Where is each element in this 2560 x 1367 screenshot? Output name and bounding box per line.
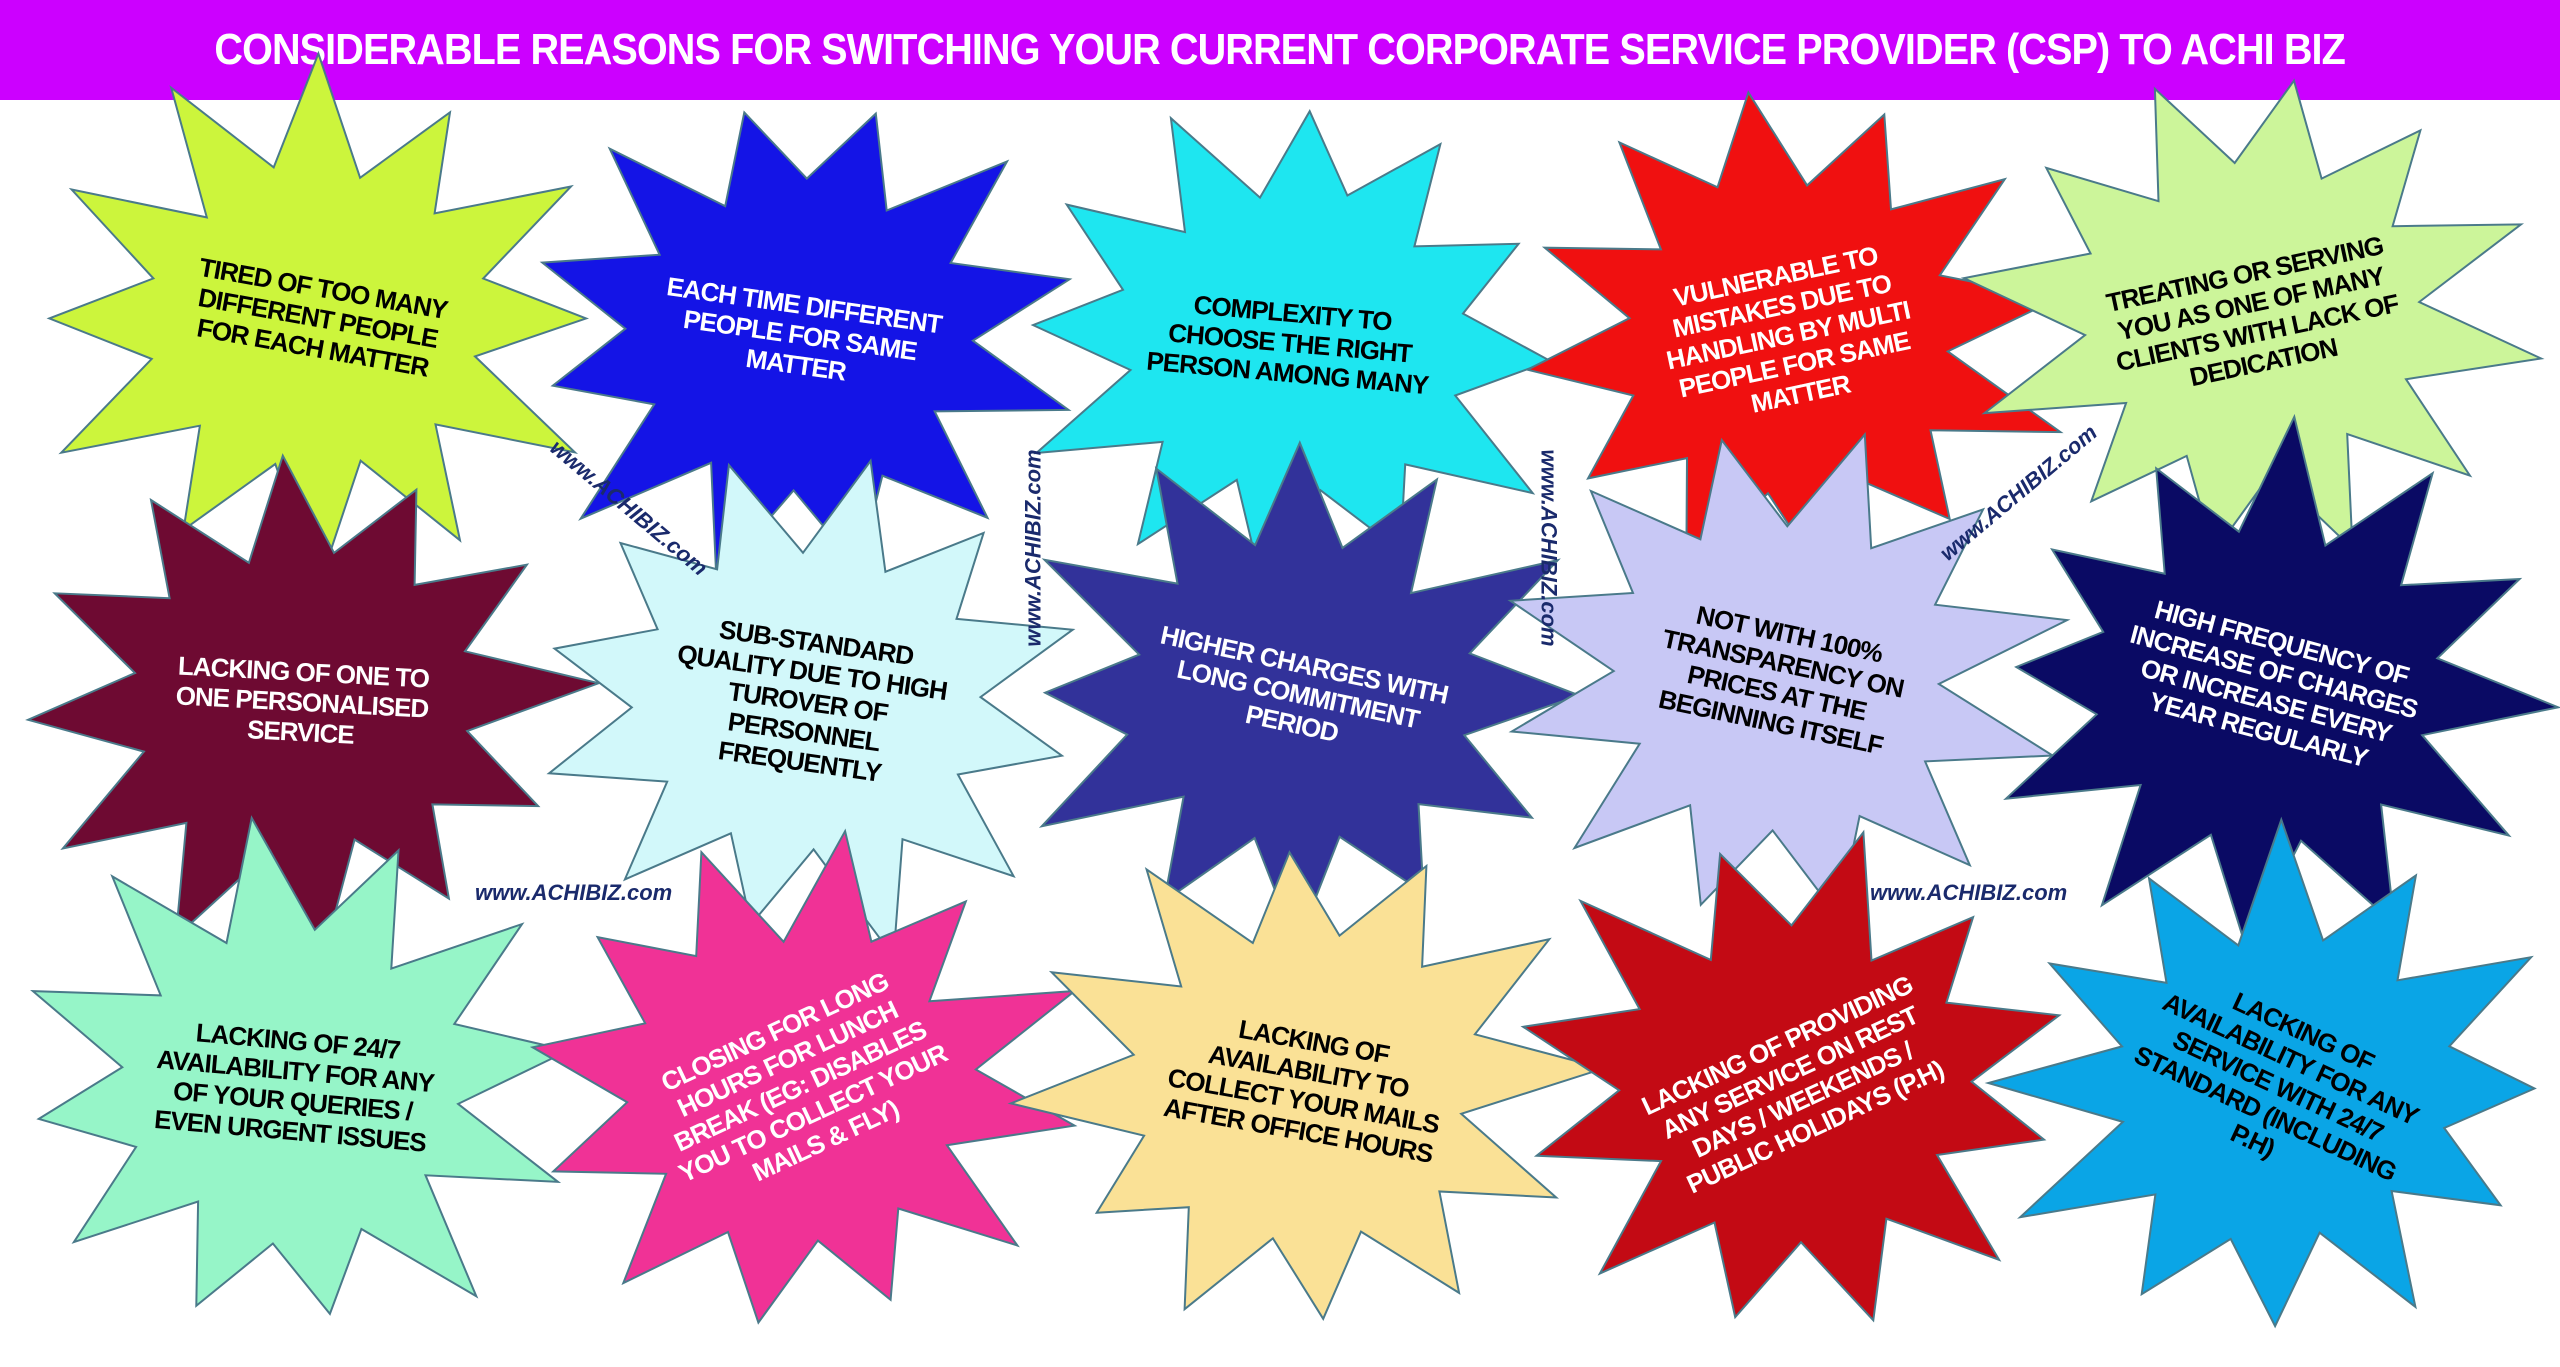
starburst-shape: [46, 50, 590, 591]
page-title: CONSIDERABLE REASONS FOR SWITCHING YOUR …: [214, 25, 2346, 74]
reason-text: LACKING OF ONE TO ONE PERSONALISED SERVI…: [175, 650, 430, 750]
starburst-shape: [1007, 850, 1608, 1321]
starburst-shape: [1984, 816, 2537, 1329]
watermark: www.ACHIBIZ.com: [1020, 449, 1046, 647]
starburst-shape: [1520, 829, 2062, 1323]
watermark: www.ACHIBIZ.com: [475, 880, 673, 905]
title-banner: CONSIDERABLE REASONS FOR SWITCHING YOUR …: [0, 0, 2560, 100]
starburst-shape: [25, 453, 603, 964]
starburst-shape: [529, 828, 1078, 1325]
starburst-shape: [546, 458, 1076, 960]
starburst-shape: [1960, 78, 2545, 555]
watermark: www.ACHIBIZ.com: [1870, 880, 2068, 905]
watermark: www.ACHIBIZ.com: [1536, 449, 1562, 647]
